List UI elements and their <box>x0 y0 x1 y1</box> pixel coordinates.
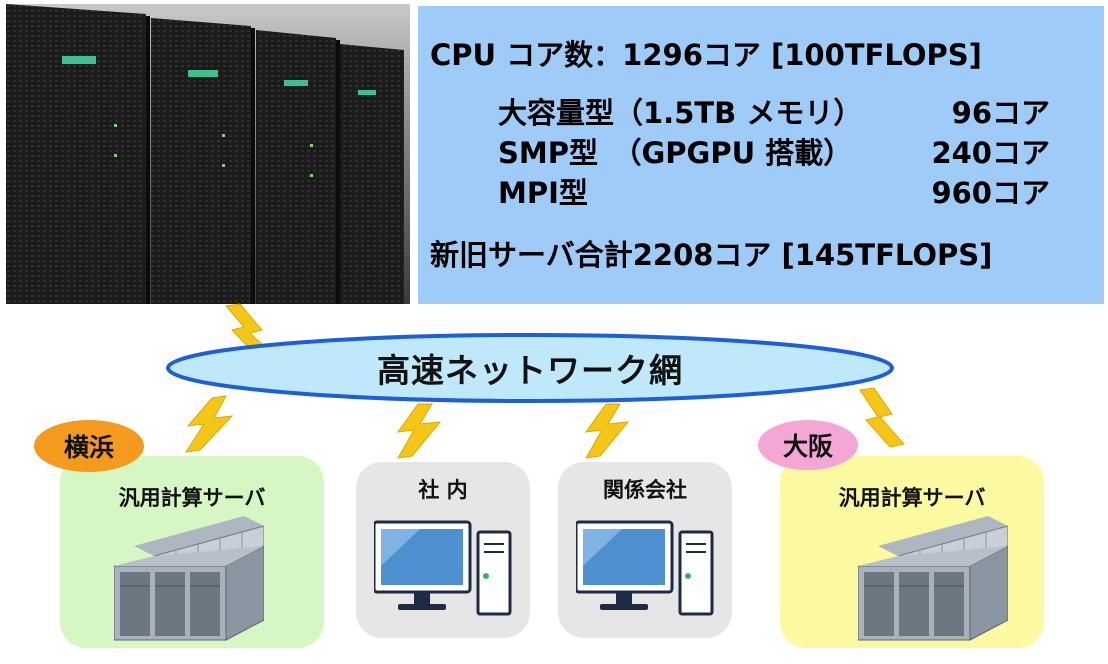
desktop-pc-icon <box>576 520 714 616</box>
yokohama-server-box: 汎用計算サーバ <box>60 456 324 648</box>
network-ellipse <box>166 333 894 403</box>
rack-led-3 <box>284 80 308 86</box>
affiliates-title: 関係会社 <box>603 478 687 502</box>
server-cluster-icon <box>858 516 1008 641</box>
spec-row-label: MPI型 <box>498 176 588 210</box>
cpu-spec-panel: CPU コア数：1296コア [100TFLOPS] 大容量型（1.5TB メモ… <box>418 6 1104 304</box>
rack-led-4 <box>358 90 376 95</box>
spec-row-value: 96コア <box>951 96 1050 130</box>
osaka-server-box: 汎用計算サーバ <box>780 456 1044 648</box>
spec-row-label: SMP型 （GPGPU 搭載） <box>498 136 853 170</box>
lightning-bolt-osaka <box>859 387 905 448</box>
internal-box: 社 内 <box>356 462 530 638</box>
lightning-bolt-affiliates <box>584 403 630 459</box>
spec-row-value: 960コア <box>931 176 1050 210</box>
yokohama-badge: 横浜 <box>34 420 144 472</box>
spec-row-label: 大容量型（1.5TB メモリ） <box>498 96 863 130</box>
lightning-bolt-yokohama <box>184 395 234 453</box>
desktop-pc-icon <box>374 520 512 616</box>
osaka-badge: 大阪 <box>758 420 858 470</box>
osaka-server-title: 汎用計算サーバ <box>838 486 986 510</box>
lightning-bolt-internal <box>396 403 442 459</box>
server-rack-photo <box>6 4 410 304</box>
spec-total: CPU コア数：1296コア [100TFLOPS] <box>430 38 982 72</box>
network-label: 高速ネットワーク網 <box>377 351 683 390</box>
internal-title: 社 内 <box>418 478 468 502</box>
rack-led-1 <box>62 56 96 64</box>
server-cluster-icon <box>114 516 264 641</box>
spec-row-value: 240コア <box>931 136 1050 170</box>
affiliates-box: 関係会社 <box>558 462 732 638</box>
yokohama-server-title: 汎用計算サーバ <box>118 486 266 510</box>
rack-led-2 <box>188 70 218 77</box>
spec-combined: 新旧サーバ合計2208コア [145TFLOPS] <box>430 238 993 272</box>
